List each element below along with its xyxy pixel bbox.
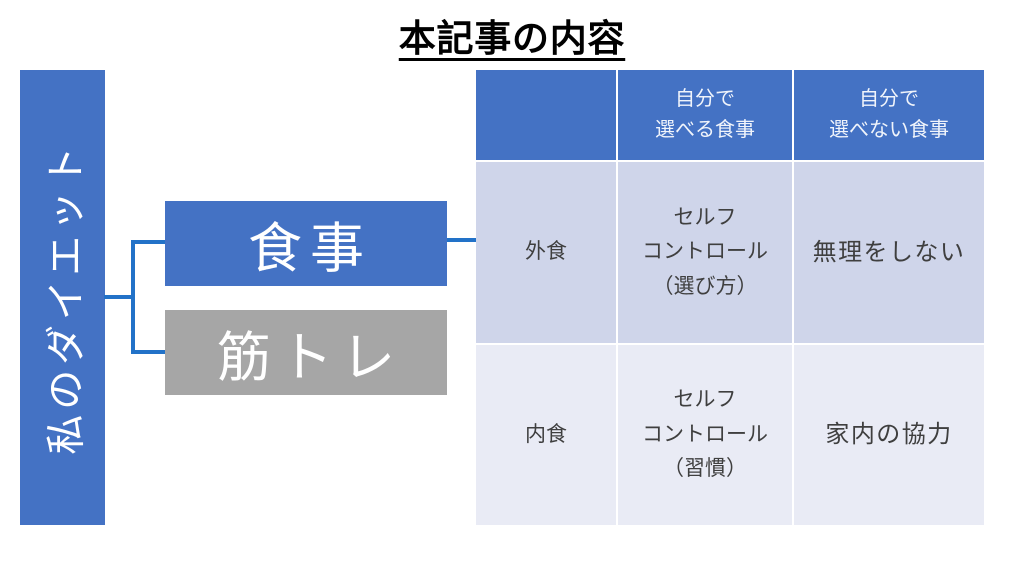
connector-meal-to-table xyxy=(447,238,476,242)
connector-vertical xyxy=(131,240,135,354)
connector-to-training xyxy=(131,350,165,354)
diagram-branch-meal: 食事 xyxy=(165,201,447,286)
diagram-branch-training-label: 筋トレ xyxy=(216,328,404,388)
meal-matrix-table: 自分で 選べる食事 自分で 選べない食事 外食 セルフ コントロール （選び方）… xyxy=(476,70,984,525)
table-header-not-choosable: 自分で 選べない食事 xyxy=(794,70,984,160)
table-header-choosable: 自分で 選べる食事 xyxy=(618,70,792,160)
connector-root-stub xyxy=(104,295,133,299)
diagram-root-label: 私のダイエット xyxy=(44,140,89,455)
diagram-branch-training: 筋トレ xyxy=(165,310,447,395)
diagram-branch-meal-label: 食事 xyxy=(247,219,373,279)
diagram-root-box: 私のダイエット xyxy=(20,70,105,525)
table-cell-eating-out-choosable: セルフ コントロール （選び方） xyxy=(618,162,792,343)
table-cell-eating-in-not-choosable: 家内の協力 xyxy=(794,345,984,525)
page-title: 本記事の内容 xyxy=(398,18,626,59)
table-row-label-eating-out: 外食 xyxy=(476,162,616,343)
table-cell-eating-in-choosable: セルフ コントロール （習慣） xyxy=(618,345,792,525)
table-cell-eating-out-not-choosable: 無理をしない xyxy=(794,162,984,343)
table-header-corner xyxy=(476,70,616,160)
table-row-label-eating-in: 内食 xyxy=(476,345,616,525)
connector-to-meal xyxy=(131,240,165,244)
